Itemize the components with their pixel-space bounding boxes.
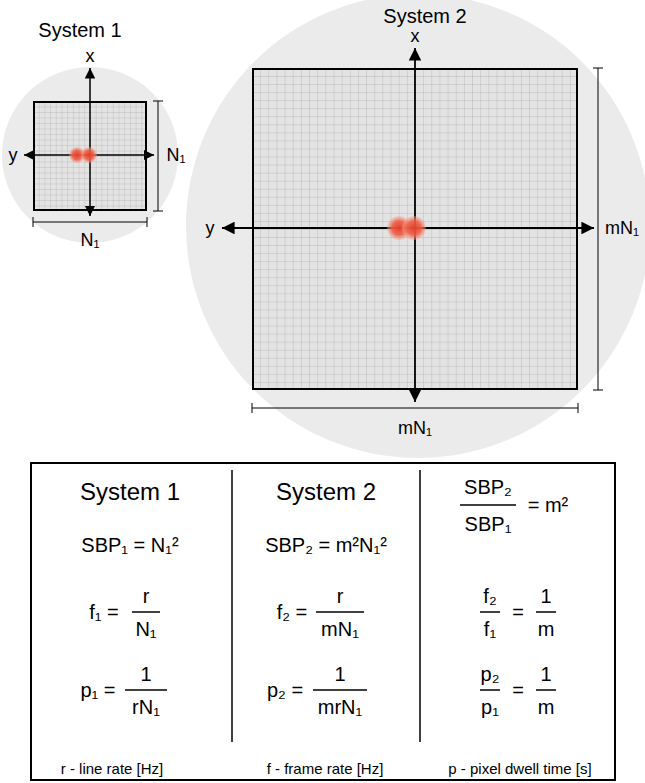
axis-label: y	[206, 219, 215, 237]
table-text: 1	[140, 664, 151, 684]
table-text: mN₁	[321, 619, 359, 639]
table-text: r	[143, 586, 150, 606]
table-text: r - line rate [Hz]	[61, 761, 164, 776]
table-text: p₂	[481, 664, 500, 684]
field-of-view	[186, 0, 645, 458]
table-text: SBP₁ = N₁²	[81, 535, 178, 555]
comparison-table: System 1SBP₁ = N₁²f₁ =rN₁p₁ =1rN₁System …	[30, 462, 616, 781]
table-text: =	[512, 602, 524, 622]
emitter-spot	[81, 147, 97, 163]
emitter-spot	[402, 216, 426, 240]
dimension-label: mN₁	[398, 419, 432, 437]
table-text: mrN₁	[318, 697, 363, 717]
grid-frame: System 1	[33, 101, 147, 211]
table-text: p₂ =	[267, 680, 303, 700]
table-text: f - frame rate [Hz]	[267, 761, 384, 776]
column-divider	[419, 470, 421, 742]
system-title: System 2	[383, 6, 466, 26]
table-text: 1	[540, 586, 551, 606]
table-text: =	[512, 680, 524, 700]
dimension-bracket	[33, 217, 147, 227]
table-text: SBP₂ = m²N₁²	[265, 535, 387, 555]
dimension-bracket	[593, 68, 603, 390]
table-text: 1	[334, 664, 345, 684]
grid-frame: System 2	[252, 68, 578, 390]
dimension-label: mN₁	[605, 219, 639, 237]
dimension-label: N₁	[80, 231, 99, 249]
dimension-bracket	[252, 403, 578, 413]
table-text: p₁	[481, 697, 499, 717]
table-text: System 1	[80, 480, 180, 504]
table-text: System 2	[276, 480, 376, 504]
table-text: SBP₁	[465, 514, 512, 534]
table-text: rN₁	[132, 697, 160, 717]
table-text: SBP₂	[464, 477, 512, 497]
table-text: = m²	[528, 495, 569, 515]
axis-label: x	[86, 47, 95, 65]
table-text: f₂ =	[277, 602, 308, 622]
table-text: f₁	[484, 619, 496, 639]
table-text: p - pixel dwell time [s]	[448, 761, 591, 776]
table-text: f₂	[483, 586, 496, 606]
table-text: m	[538, 697, 555, 717]
axis-label: x	[411, 27, 420, 45]
fraction-bars	[125, 505, 556, 690]
axis-label: y	[9, 146, 18, 164]
table-text: N₁	[135, 619, 156, 639]
column-divider	[231, 470, 233, 742]
table-text: r	[337, 586, 344, 606]
dimension-label: N₁	[166, 146, 185, 164]
system-title: System 1	[38, 20, 121, 40]
field-of-view	[2, 67, 178, 243]
x-axis	[89, 68, 91, 216]
table-text: 1	[540, 664, 551, 684]
dimension-bracket	[153, 101, 163, 211]
table-text: f₁ =	[89, 602, 119, 622]
table-text: m	[538, 619, 555, 639]
table-text: p₁ =	[80, 680, 115, 700]
